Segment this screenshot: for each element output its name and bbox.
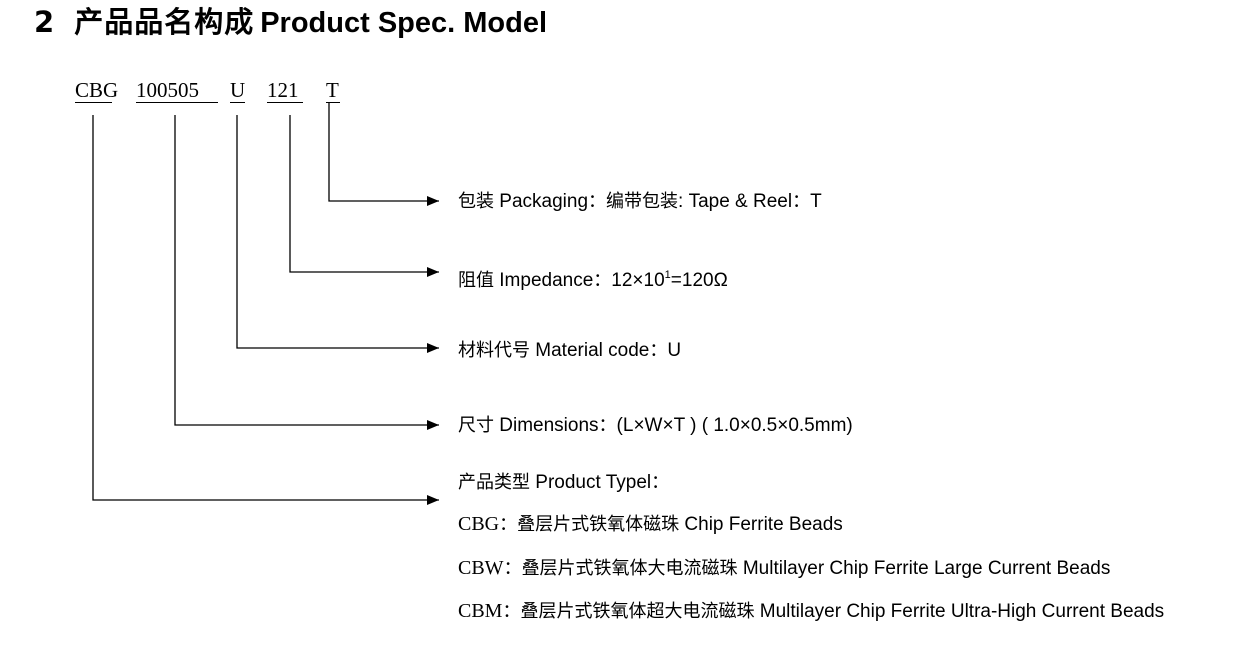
code-underline-impedance [267,102,303,103]
packaging-label-cn: 包装 [458,191,494,212]
code-part-size: 100505 [136,78,199,102]
material-separator: ： [649,340,668,361]
product-type-code: CBG [458,513,500,535]
section-title-en: Product Spec. Model [260,7,548,39]
code-part-series: CBG [75,78,119,102]
section-number: 2 [34,5,55,39]
connector-material [236,115,439,353]
material-label-en: Material code [535,340,650,361]
section-title-cn: 产品品名构成 [74,5,255,39]
packaging-separator-2: ： [792,191,811,212]
product-type-name-en: Multilayer Chip Ferrite Large Current Be… [742,558,1111,579]
product-type-separator: ： [651,472,670,493]
product-type-item: CBM：叠层片式铁氧体超大电流磁珠 Multilayer Chip Ferrit… [458,598,1164,625]
packaging-code: T [810,191,822,212]
product-type-name-en: Chip Ferrite Beads [684,514,843,535]
connector-packaging [328,103,439,206]
material-label-cn: 材料代号 [458,340,530,361]
connector-dimensions [174,115,439,430]
impedance-description: 阻值 Impedance：12×101=120Ω [458,262,728,294]
connector-product-type [92,115,439,505]
product-type-item-separator: ： [502,601,521,622]
packaging-value-en: : Tape & Reel [678,191,793,212]
product-type-heading: 产品类型 Product Typel： [458,470,669,496]
product-type-label-cn: 产品类型 [458,472,530,493]
code-part-material: U [230,78,246,102]
product-type-name-cn: 叠层片式铁氧体磁珠 [517,514,680,535]
code-underline-material [230,102,245,103]
product-type-item-separator: ： [503,558,522,579]
packaging-separator: ： [588,191,607,212]
packaging-label-en: Packaging [499,191,589,212]
packaging-description: 包装 Packaging：编带包装: Tape & Reel：T [458,189,822,215]
impedance-formula-result: =120Ω [670,270,728,291]
dimensions-separator: ： [598,415,617,436]
impedance-formula-exponent: 1 [664,269,671,281]
product-type-name-cn: 叠层片式铁氧体大电流磁珠 [521,558,738,579]
code-part-impedance: 121 [267,78,299,102]
dimensions-description: 尺寸 Dimensions：(L×W×T ) ( 1.0×0.5×0.5mm) [458,413,853,439]
packaging-value-cn: 编带包装 [606,191,679,212]
material-code: U [667,340,682,361]
impedance-separator: ： [593,270,612,291]
dimensions-label-cn: 尺寸 [458,415,494,436]
product-type-label-en: Product Typel [535,472,652,493]
code-underline-size [136,102,218,103]
code-underline-packaging [326,102,340,103]
product-type-code: CBW [458,557,504,579]
product-type-name-cn: 叠层片式铁氧体超大电流磁珠 [520,601,755,622]
connector-impedance [289,115,439,277]
code-underline-series [75,102,112,103]
product-type-item-separator: ： [499,514,518,535]
impedance-label-cn: 阻值 [458,270,494,291]
dimensions-label-en: Dimensions [499,415,599,436]
impedance-label-en: Impedance [499,270,594,291]
dimensions-value: (L×W×T ) ( 1.0×0.5×0.5mm) [616,415,853,436]
code-part-packaging: T [326,78,339,102]
impedance-formula-base: 12×10 [611,270,665,291]
product-type-code: CBM [458,600,503,622]
product-type-item: CBW：叠层片式铁氧体大电流磁珠 Multilayer Chip Ferrite… [458,555,1110,582]
product-type-name-en: Multilayer Chip Ferrite Ultra-High Curre… [759,601,1165,622]
material-description: 材料代号 Material code：U [458,338,681,364]
product-type-item: CBG：叠层片式铁氧体磁珠 Chip Ferrite Beads [458,511,843,538]
